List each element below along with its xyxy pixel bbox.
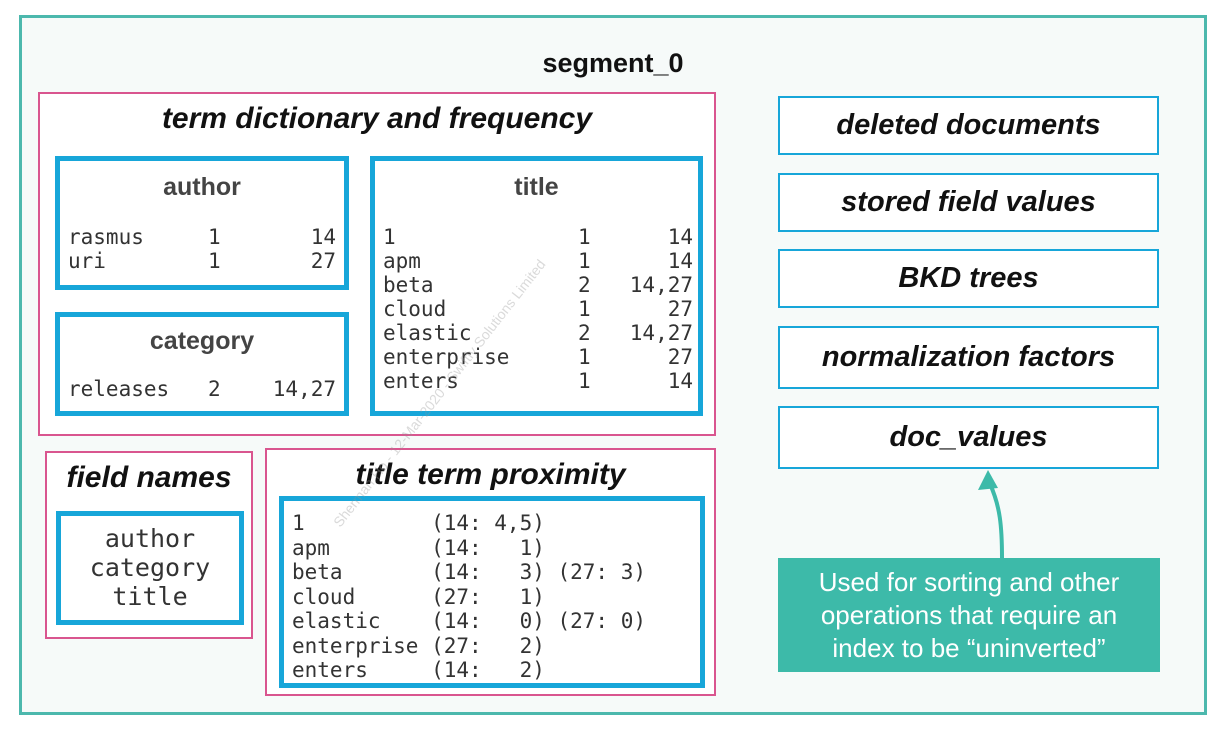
arrow-head (978, 470, 998, 490)
term-dictionary-group: term dictionary and frequency author ras… (38, 92, 716, 436)
field-names-title: field names (66, 461, 232, 494)
doc-ids: 14 (667, 225, 693, 249)
title-box: title 1 1 14 apm 1 14 beta 2 14,27 cloud… (370, 156, 703, 416)
frequency: 2 (208, 377, 221, 401)
deleted-documents-box: deleted documents (778, 96, 1159, 155)
doc-ids: 14,27 (629, 273, 693, 297)
doc-ids: 14 (667, 249, 693, 273)
callout-line: index to be “uninverted” (832, 632, 1106, 663)
term: elastic (383, 321, 472, 345)
field-names-group: field names author category title (45, 451, 253, 639)
frequency: 1 (578, 345, 591, 369)
title-field-title: title (514, 173, 559, 201)
table-row: enters (14: 2) (292, 658, 545, 682)
category-title: category (149, 327, 255, 355)
list-item: category (89, 553, 211, 582)
table-row: beta 2 14,27 (383, 273, 693, 297)
doc-ids: 27 (310, 249, 336, 273)
doc-ids: 14,27 (272, 377, 336, 401)
doc-values-callout: Used for sorting and other operations th… (778, 558, 1160, 672)
table-row: enters 1 14 (383, 369, 693, 393)
callout-line: Used for sorting and other (818, 566, 1120, 597)
author-title: author (163, 173, 241, 201)
table-row: apm 1 14 (383, 249, 693, 273)
author-box: author rasmus 1 14 uri 1 27 (55, 156, 349, 290)
segment-title: segment_0 (542, 48, 684, 78)
term: enters (383, 369, 459, 393)
term: cloud (383, 297, 447, 321)
doc-ids: 27 (667, 297, 693, 321)
frequency: 1 (578, 369, 591, 393)
term: apm (383, 249, 421, 273)
frequency: 1 (578, 249, 591, 273)
term: rasmus (68, 225, 144, 249)
doc-ids: 14 (310, 225, 336, 249)
frequency: 1 (578, 297, 591, 321)
doc-ids: 14 (667, 369, 693, 393)
frequency: 1 (578, 225, 591, 249)
callout-line: operations that require an (820, 599, 1118, 630)
table-row: cloud (27: 1) (292, 584, 545, 609)
field-names-box: author category title (56, 511, 244, 625)
doc-ids: 27 (667, 345, 693, 369)
category-box: category releases 2 14,27 (55, 312, 349, 416)
title-rows: 1 1 14 apm 1 14 beta 2 14,27 cloud 1 27 … (383, 225, 693, 393)
field-names-list: author category title (61, 524, 239, 611)
frequency: 2 (578, 273, 591, 297)
term: enterprise (383, 345, 510, 369)
table-row: 1 1 14 (383, 225, 693, 249)
category-rows: releases 2 14,27 (68, 377, 336, 401)
term: beta (383, 273, 434, 297)
proximity-box: 1 (14: 4,5) apm (14: 1) beta (14: 3) (27… (279, 496, 705, 688)
frequency: 1 (208, 249, 221, 273)
proximity-rows: 1 (14: 4,5) apm (14: 1) beta (14: 3) (27… (292, 511, 646, 683)
table-row: enterprise 1 27 (383, 345, 693, 369)
term: 1 (383, 225, 396, 249)
table-row: beta (14: 3) (27: 3) (292, 560, 647, 584)
normalization-factors-box: normalization factors (778, 326, 1159, 389)
author-rows: rasmus 1 14 uri 1 27 (68, 225, 336, 273)
table-row: rasmus 1 14 (68, 225, 336, 249)
list-item: title (112, 582, 188, 611)
table-row: elastic 2 14,27 (383, 321, 693, 345)
table-row: enterprise (27: 2) (292, 633, 545, 658)
callout-arrow (978, 470, 1004, 559)
doc-values-box: doc_values (778, 406, 1159, 469)
term: uri (68, 249, 106, 273)
table-row: apm (14: 1) (292, 535, 545, 560)
term-dictionary-title: term dictionary and frequency (161, 102, 593, 135)
term: releases (68, 377, 170, 401)
bkd-trees-box: BKD trees (778, 249, 1159, 308)
list-item: author (104, 524, 196, 553)
table-row: cloud 1 27 (383, 297, 693, 321)
stored-field-values-box: stored field values (778, 173, 1159, 232)
table-row: elastic (14: 0) (27: 0) (292, 609, 647, 633)
doc-ids: 14,27 (629, 321, 693, 345)
frequency: 1 (208, 225, 221, 249)
arrow-line (988, 483, 1004, 559)
proximity-group: title term proximity 1 (14: 4,5) apm (14… (265, 448, 716, 696)
table-row: 1 (14: 4,5) (292, 511, 545, 535)
frequency: 2 (578, 321, 591, 345)
proximity-title: title term proximity (355, 458, 626, 491)
table-row: releases 2 14,27 (68, 377, 336, 401)
table-row: uri 1 27 (68, 249, 336, 273)
